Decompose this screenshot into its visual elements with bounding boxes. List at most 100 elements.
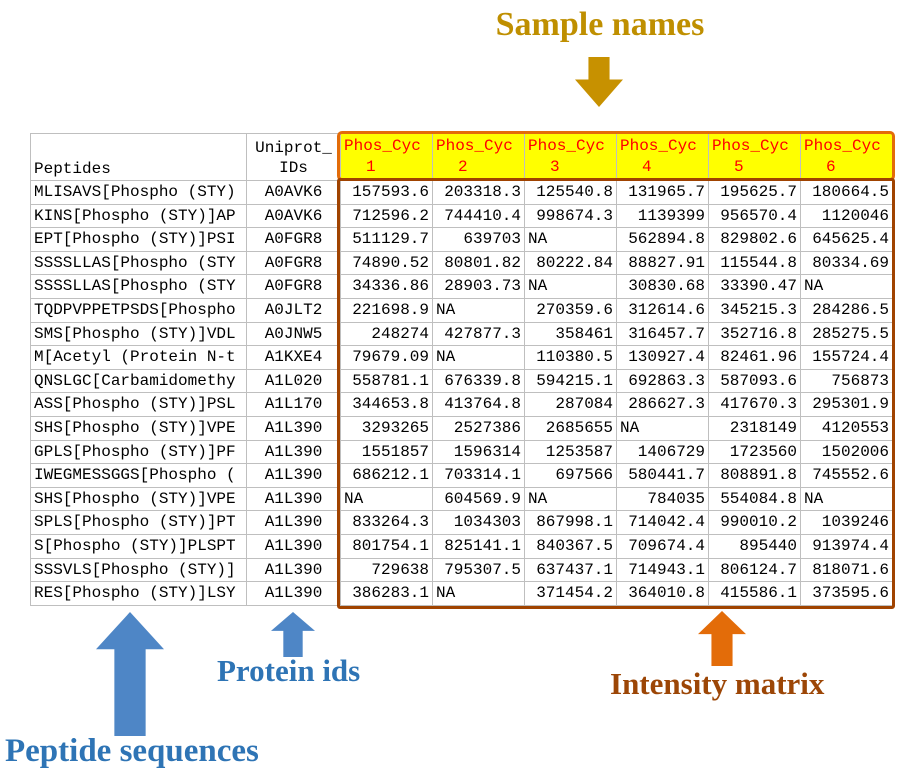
intensity-cell[interactable]: 312614.6 <box>616 297 709 323</box>
intensity-cell[interactable]: 829802.6 <box>708 227 801 252</box>
intensity-cell[interactable]: 709674.4 <box>616 533 709 559</box>
intensity-cell[interactable]: NA <box>524 486 617 512</box>
peptide-cell[interactable]: SHS[Phospho (STY)]VPE <box>30 415 247 441</box>
intensity-cell[interactable]: 1039246 <box>800 510 893 535</box>
intensity-cell[interactable]: 867998.1 <box>524 510 617 535</box>
intensity-cell[interactable]: 714943.1 <box>616 557 709 583</box>
intensity-cell[interactable]: 580441.7 <box>616 463 709 488</box>
intensity-cell[interactable]: NA <box>800 274 893 299</box>
uniprot-cell[interactable]: A1L390 <box>246 439 341 465</box>
intensity-cell[interactable]: 645625.4 <box>800 227 893 252</box>
intensity-cell[interactable]: 155724.4 <box>800 345 893 370</box>
uniprot-cell[interactable]: A0FGR8 <box>246 227 341 252</box>
intensity-cell[interactable]: 784035 <box>616 486 709 512</box>
intensity-cell[interactable]: 913974.4 <box>800 533 893 559</box>
intensity-cell[interactable]: 285275.5 <box>800 321 893 347</box>
peptide-cell[interactable]: ASS[Phospho (STY)]PSL <box>30 392 247 417</box>
intensity-cell[interactable]: NA <box>524 227 617 252</box>
intensity-cell[interactable]: 80222.84 <box>524 250 617 276</box>
intensity-cell[interactable]: 130927.4 <box>616 345 709 370</box>
intensity-cell[interactable]: 364010.8 <box>616 581 709 606</box>
peptide-cell[interactable]: SHS[Phospho (STY)]VPE <box>30 486 247 512</box>
intensity-cell[interactable]: 833264.3 <box>340 510 433 535</box>
intensity-cell[interactable]: NA <box>800 486 893 512</box>
uniprot-cell[interactable]: A1L020 <box>246 368 341 394</box>
peptide-cell[interactable]: QNSLGC[Carbamidomethy <box>30 368 247 394</box>
intensity-cell[interactable]: 28903.73 <box>432 274 525 299</box>
intensity-cell[interactable]: 195625.7 <box>708 180 801 205</box>
intensity-cell[interactable]: 1596314 <box>432 439 525 465</box>
intensity-cell[interactable]: 554084.8 <box>708 486 801 512</box>
intensity-cell[interactable]: 415586.1 <box>708 581 801 606</box>
uniprot-cell[interactable]: A1L390 <box>246 415 341 441</box>
intensity-cell[interactable]: NA <box>616 415 709 441</box>
intensity-cell[interactable]: 417670.3 <box>708 392 801 417</box>
uniprot-cell[interactable]: A1L390 <box>246 581 341 606</box>
intensity-cell[interactable]: 587093.6 <box>708 368 801 394</box>
intensity-cell[interactable]: 744410.4 <box>432 203 525 229</box>
peptide-cell[interactable]: S[Phospho (STY)]PLSPT <box>30 533 247 559</box>
intensity-cell[interactable]: 712596.2 <box>340 203 433 229</box>
intensity-cell[interactable]: 110380.5 <box>524 345 617 370</box>
peptide-cell[interactable]: SSSSLLAS[Phospho (STY <box>30 274 247 299</box>
intensity-cell[interactable]: 286627.3 <box>616 392 709 417</box>
peptide-cell[interactable]: SSSVLS[Phospho (STY)] <box>30 557 247 583</box>
uniprot-cell[interactable]: A1KXE4 <box>246 345 341 370</box>
intensity-cell[interactable]: 1502006 <box>800 439 893 465</box>
intensity-cell[interactable]: 221698.9 <box>340 297 433 323</box>
intensity-cell[interactable]: 558781.1 <box>340 368 433 394</box>
intensity-cell[interactable]: 88827.91 <box>616 250 709 276</box>
intensity-cell[interactable]: 745552.6 <box>800 463 893 488</box>
intensity-cell[interactable]: 386283.1 <box>340 581 433 606</box>
intensity-cell[interactable]: 30830.68 <box>616 274 709 299</box>
intensity-cell[interactable]: 2685655 <box>524 415 617 441</box>
intensity-cell[interactable]: 284286.5 <box>800 297 893 323</box>
uniprot-cell[interactable]: A1L390 <box>246 486 341 512</box>
intensity-cell[interactable]: 157593.6 <box>340 180 433 205</box>
intensity-cell[interactable]: 33390.47 <box>708 274 801 299</box>
intensity-cell[interactable]: 1034303 <box>432 510 525 535</box>
intensity-cell[interactable]: 248274 <box>340 321 433 347</box>
peptide-cell[interactable]: KINS[Phospho (STY)]AP <box>30 203 247 229</box>
peptide-cell[interactable]: SMS[Phospho (STY)]VDL <box>30 321 247 347</box>
uniprot-cell[interactable]: A1L390 <box>246 510 341 535</box>
intensity-cell[interactable]: 1120046 <box>800 203 893 229</box>
intensity-cell[interactable]: 115544.8 <box>708 250 801 276</box>
intensity-cell[interactable]: 1723560 <box>708 439 801 465</box>
intensity-cell[interactable]: 818071.6 <box>800 557 893 583</box>
intensity-cell[interactable]: 270359.6 <box>524 297 617 323</box>
peptides-column-header[interactable]: Peptides <box>30 133 247 181</box>
uniprot-cell[interactable]: A0JLT2 <box>246 297 341 323</box>
uniprot-cell[interactable]: A1L170 <box>246 392 341 417</box>
peptide-cell[interactable]: M[Acetyl (Protein N-t <box>30 345 247 370</box>
intensity-cell[interactable]: 371454.2 <box>524 581 617 606</box>
intensity-cell[interactable]: 637437.1 <box>524 557 617 583</box>
intensity-cell[interactable]: 373595.6 <box>800 581 893 606</box>
uniprot-cell[interactable]: A1L390 <box>246 557 341 583</box>
intensity-cell[interactable]: 295301.9 <box>800 392 893 417</box>
intensity-cell[interactable]: 4120553 <box>800 415 893 441</box>
intensity-cell[interactable]: 686212.1 <box>340 463 433 488</box>
peptide-cell[interactable]: MLISAVS[Phospho (STY) <box>30 180 247 205</box>
intensity-cell[interactable]: 180664.5 <box>800 180 893 205</box>
uniprot-cell[interactable]: A0AVK6 <box>246 180 341 205</box>
intensity-cell[interactable]: 427877.3 <box>432 321 525 347</box>
peptide-cell[interactable]: SPLS[Phospho (STY)]PT <box>30 510 247 535</box>
intensity-cell[interactable]: 795307.5 <box>432 557 525 583</box>
intensity-cell[interactable]: 345215.3 <box>708 297 801 323</box>
uniprot-cell[interactable]: A0AVK6 <box>246 203 341 229</box>
intensity-cell[interactable]: 511129.7 <box>340 227 433 252</box>
uniprot-cell[interactable]: A0JNW5 <box>246 321 341 347</box>
intensity-cell[interactable]: 3293265 <box>340 415 433 441</box>
intensity-cell[interactable]: 344653.8 <box>340 392 433 417</box>
intensity-cell[interactable]: 34336.86 <box>340 274 433 299</box>
intensity-cell[interactable]: 729638 <box>340 557 433 583</box>
intensity-cell[interactable]: 287084 <box>524 392 617 417</box>
intensity-cell[interactable]: 2527386 <box>432 415 525 441</box>
intensity-cell[interactable]: 714042.4 <box>616 510 709 535</box>
intensity-cell[interactable]: 604569.9 <box>432 486 525 512</box>
intensity-cell[interactable]: 998674.3 <box>524 203 617 229</box>
intensity-cell[interactable]: 1139399 <box>616 203 709 229</box>
